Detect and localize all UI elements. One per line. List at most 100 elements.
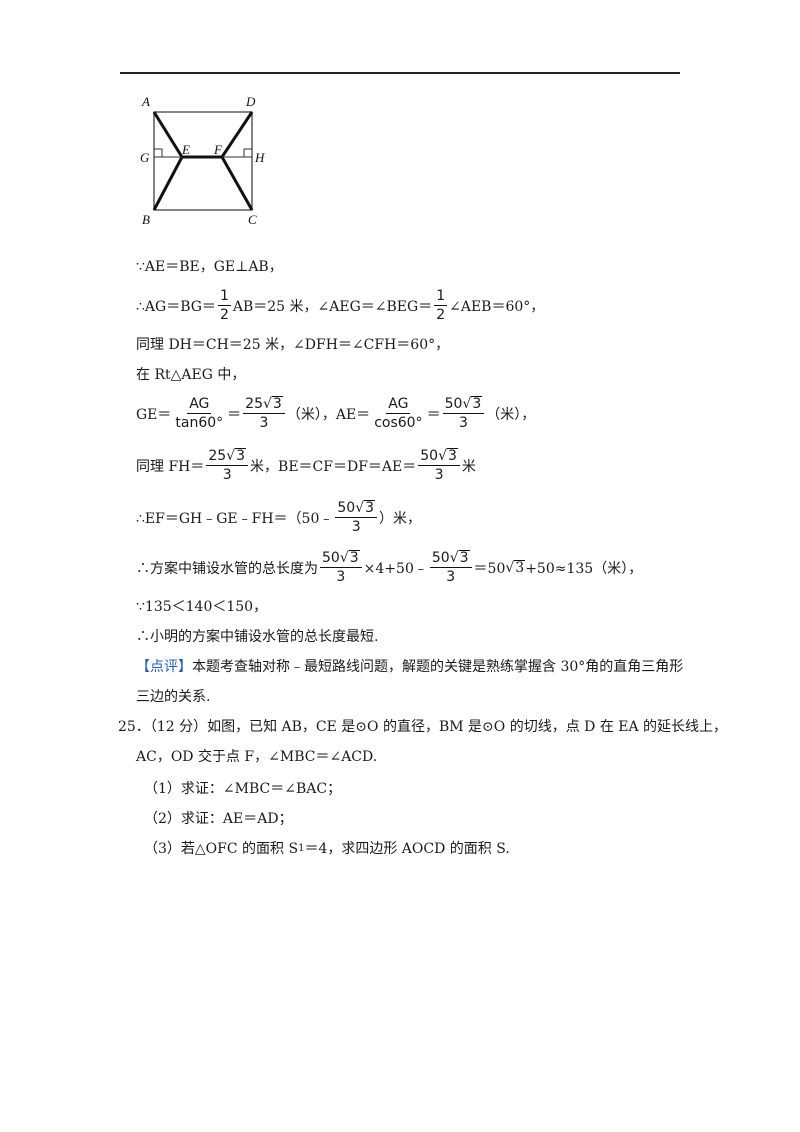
line-conclusion: ∴小明的方案中铺设水管的总长度最短. [136, 626, 378, 646]
text: ＝4，求四边形 AOCD 的面积 S. [304, 841, 510, 857]
text: +50≈135（米）， [525, 560, 643, 577]
text: ×4+50﹣ [363, 560, 428, 577]
text: ）米， [379, 510, 422, 527]
header-rule [120, 72, 680, 74]
fraction-50-root3: 50√3 3 [320, 550, 362, 585]
text: （米），AE＝ [286, 406, 371, 423]
numerator: 50√3 [442, 396, 485, 414]
text: （3）若△OFC 的面积 S [144, 841, 299, 857]
line-rt-triangle: 在 Rt△AEG 中， [136, 364, 245, 384]
root3: √3 [505, 559, 526, 576]
denominator: 3 [336, 569, 346, 585]
fraction-half: 1 2 [217, 288, 231, 323]
denominator: 2 [219, 307, 229, 323]
text: ∴方案中铺设水管的总长度为 [136, 560, 318, 577]
text: 三边的关系. [136, 689, 211, 705]
line-dh-ch: 同理 DH＝CH＝25 米，∠DFH＝∠CFH＝60°， [136, 334, 449, 354]
text: AB＝25 米，∠AEG＝∠BEG＝ [232, 298, 433, 315]
numerator: AG [187, 396, 212, 414]
question-25-part2: （2）求证：AE＝AD； [144, 808, 293, 828]
denominator: 3 [222, 467, 232, 483]
line-fh-be: 同理 FH＝ 25√3 3 米，BE＝CF＝DF＝AE＝ 50√3 3 米 [136, 448, 476, 483]
denominator: 2 [436, 307, 446, 323]
line-comment: 【点评】 本题考查轴对称﹣最短路线问题，解题的关键是熟练掌握含 30°角的直角三… [136, 656, 683, 676]
denominator: 3 [351, 519, 361, 535]
question-25-stem: 25．（12 分）如图，已知 AB，CE 是⊙O 的直径，BM 是⊙O 的切线，… [118, 716, 727, 736]
text: ＝50 [473, 560, 506, 577]
text: 米 [461, 458, 476, 475]
label-a: A [141, 94, 150, 109]
numerator: 1 [217, 288, 231, 306]
fraction-50-root3: 50√3 3 [418, 448, 460, 483]
line-total-length: ∴方案中铺设水管的总长度为 50√3 3 ×4+50﹣ 50√3 3 ＝50 √… [136, 550, 642, 585]
text: （1）求证：∠MBC＝∠BAC； [144, 781, 342, 797]
text: 同理 FH＝ [136, 458, 205, 475]
text: 同理 DH＝CH＝25 米，∠DFH＝∠CFH＝60°， [136, 337, 450, 353]
text: （米）， [486, 406, 536, 423]
segment-df [220, 111, 254, 158]
label-g: G [140, 150, 150, 165]
segment-ae [152, 111, 184, 158]
right-angle-mark-g [153, 148, 163, 158]
text: 在 Rt△AEG 中， [136, 367, 246, 383]
line-comment-cont: 三边的关系. [136, 686, 210, 706]
comment-tag: 【点评】 [136, 659, 192, 675]
label-d: D [245, 94, 256, 109]
fraction-ag-cos: AG cos60° [372, 396, 424, 431]
question-25-stem-cont: AC，OD 交于点 F，∠MBC＝∠ACD. [136, 746, 377, 766]
text: ∴EF＝GH﹣GE﹣FH＝（50﹣ [136, 510, 334, 527]
rectangle-outline [153, 111, 253, 211]
text: GE＝ [136, 406, 172, 423]
denominator: 3 [259, 415, 269, 431]
label-h: H [254, 150, 265, 165]
text: 本题考查轴对称﹣最短路线问题，解题的关键是熟练掌握含 30°角的直角三角形 [192, 659, 684, 675]
fraction-half: 1 2 [434, 288, 448, 323]
text: ∴小明的方案中铺设水管的总长度最短. [136, 629, 379, 645]
numerator: 50√3 [418, 448, 460, 466]
text: ∵135＜140＜150， [136, 599, 268, 615]
label-c: C [248, 212, 257, 227]
denominator: 3 [446, 569, 456, 585]
numerator: 25√3 [206, 448, 249, 466]
label-b: B [142, 212, 150, 227]
subscript: 1 [298, 842, 305, 854]
text: 25．（12 分）如图，已知 AB，CE 是⊙O 的直径，BM 是⊙O 的切线，… [118, 719, 728, 735]
label-f: F [213, 142, 223, 157]
question-25-part1: （1）求证：∠MBC＝∠BAC； [144, 778, 341, 798]
text: 米，BE＝CF＝DF＝AE＝ [250, 458, 417, 475]
fraction-ag-tan: AG tan60° [173, 396, 225, 431]
fraction-50-root3: 50√3 3 [429, 550, 472, 585]
segment-be [152, 156, 184, 211]
denominator: tan60° [175, 415, 224, 431]
line-compare: ∵135＜140＜150， [136, 596, 267, 616]
line-ag-bg: ∴AG＝BG＝ 1 2 AB＝25 米，∠AEG＝∠BEG＝ 1 2 ∠AEB＝… [136, 288, 544, 323]
denominator: cos60° [374, 415, 423, 431]
numerator: 1 [434, 288, 448, 306]
numerator: 50√3 [335, 500, 378, 518]
line-ge-ae: GE＝ AG tan60° ＝ 25√3 3 （米），AE＝ AG cos60°… [136, 396, 535, 431]
fraction-50-root3: 50√3 3 [442, 396, 485, 431]
fraction-25-root3: 25√3 3 [243, 396, 285, 431]
text: ∵AE＝BE，GE⊥AB， [136, 259, 283, 275]
right-angle-mark-h [243, 148, 253, 158]
geometry-figure: A D G E F H B C [140, 94, 265, 227]
denominator: 3 [434, 467, 444, 483]
numerator: 25√3 [243, 396, 285, 414]
text: ∴AG＝BG＝ [136, 298, 216, 315]
text: AC，OD 交于点 F，∠MBC＝∠ACD. [136, 749, 378, 765]
fraction-50-root3: 50√3 3 [335, 500, 378, 535]
segment-cf [220, 156, 254, 211]
line-ef: ∴EF＝GH﹣GE﹣FH＝（50﹣ 50√3 3 ）米， [136, 500, 421, 535]
denominator: 3 [458, 415, 468, 431]
text: ＝ [426, 406, 441, 423]
text: ＝ [227, 406, 242, 423]
line-ae-be: ∵AE＝BE，GE⊥AB， [136, 256, 283, 276]
fraction-25-root3: 25√3 3 [206, 448, 249, 483]
text: （2）求证：AE＝AD； [144, 811, 293, 827]
numerator: 50√3 [429, 550, 472, 568]
label-e: E [181, 142, 190, 157]
text: ∠AEB＝60°， [449, 298, 545, 315]
numerator: AG [386, 396, 411, 414]
numerator: 50√3 [320, 550, 362, 568]
